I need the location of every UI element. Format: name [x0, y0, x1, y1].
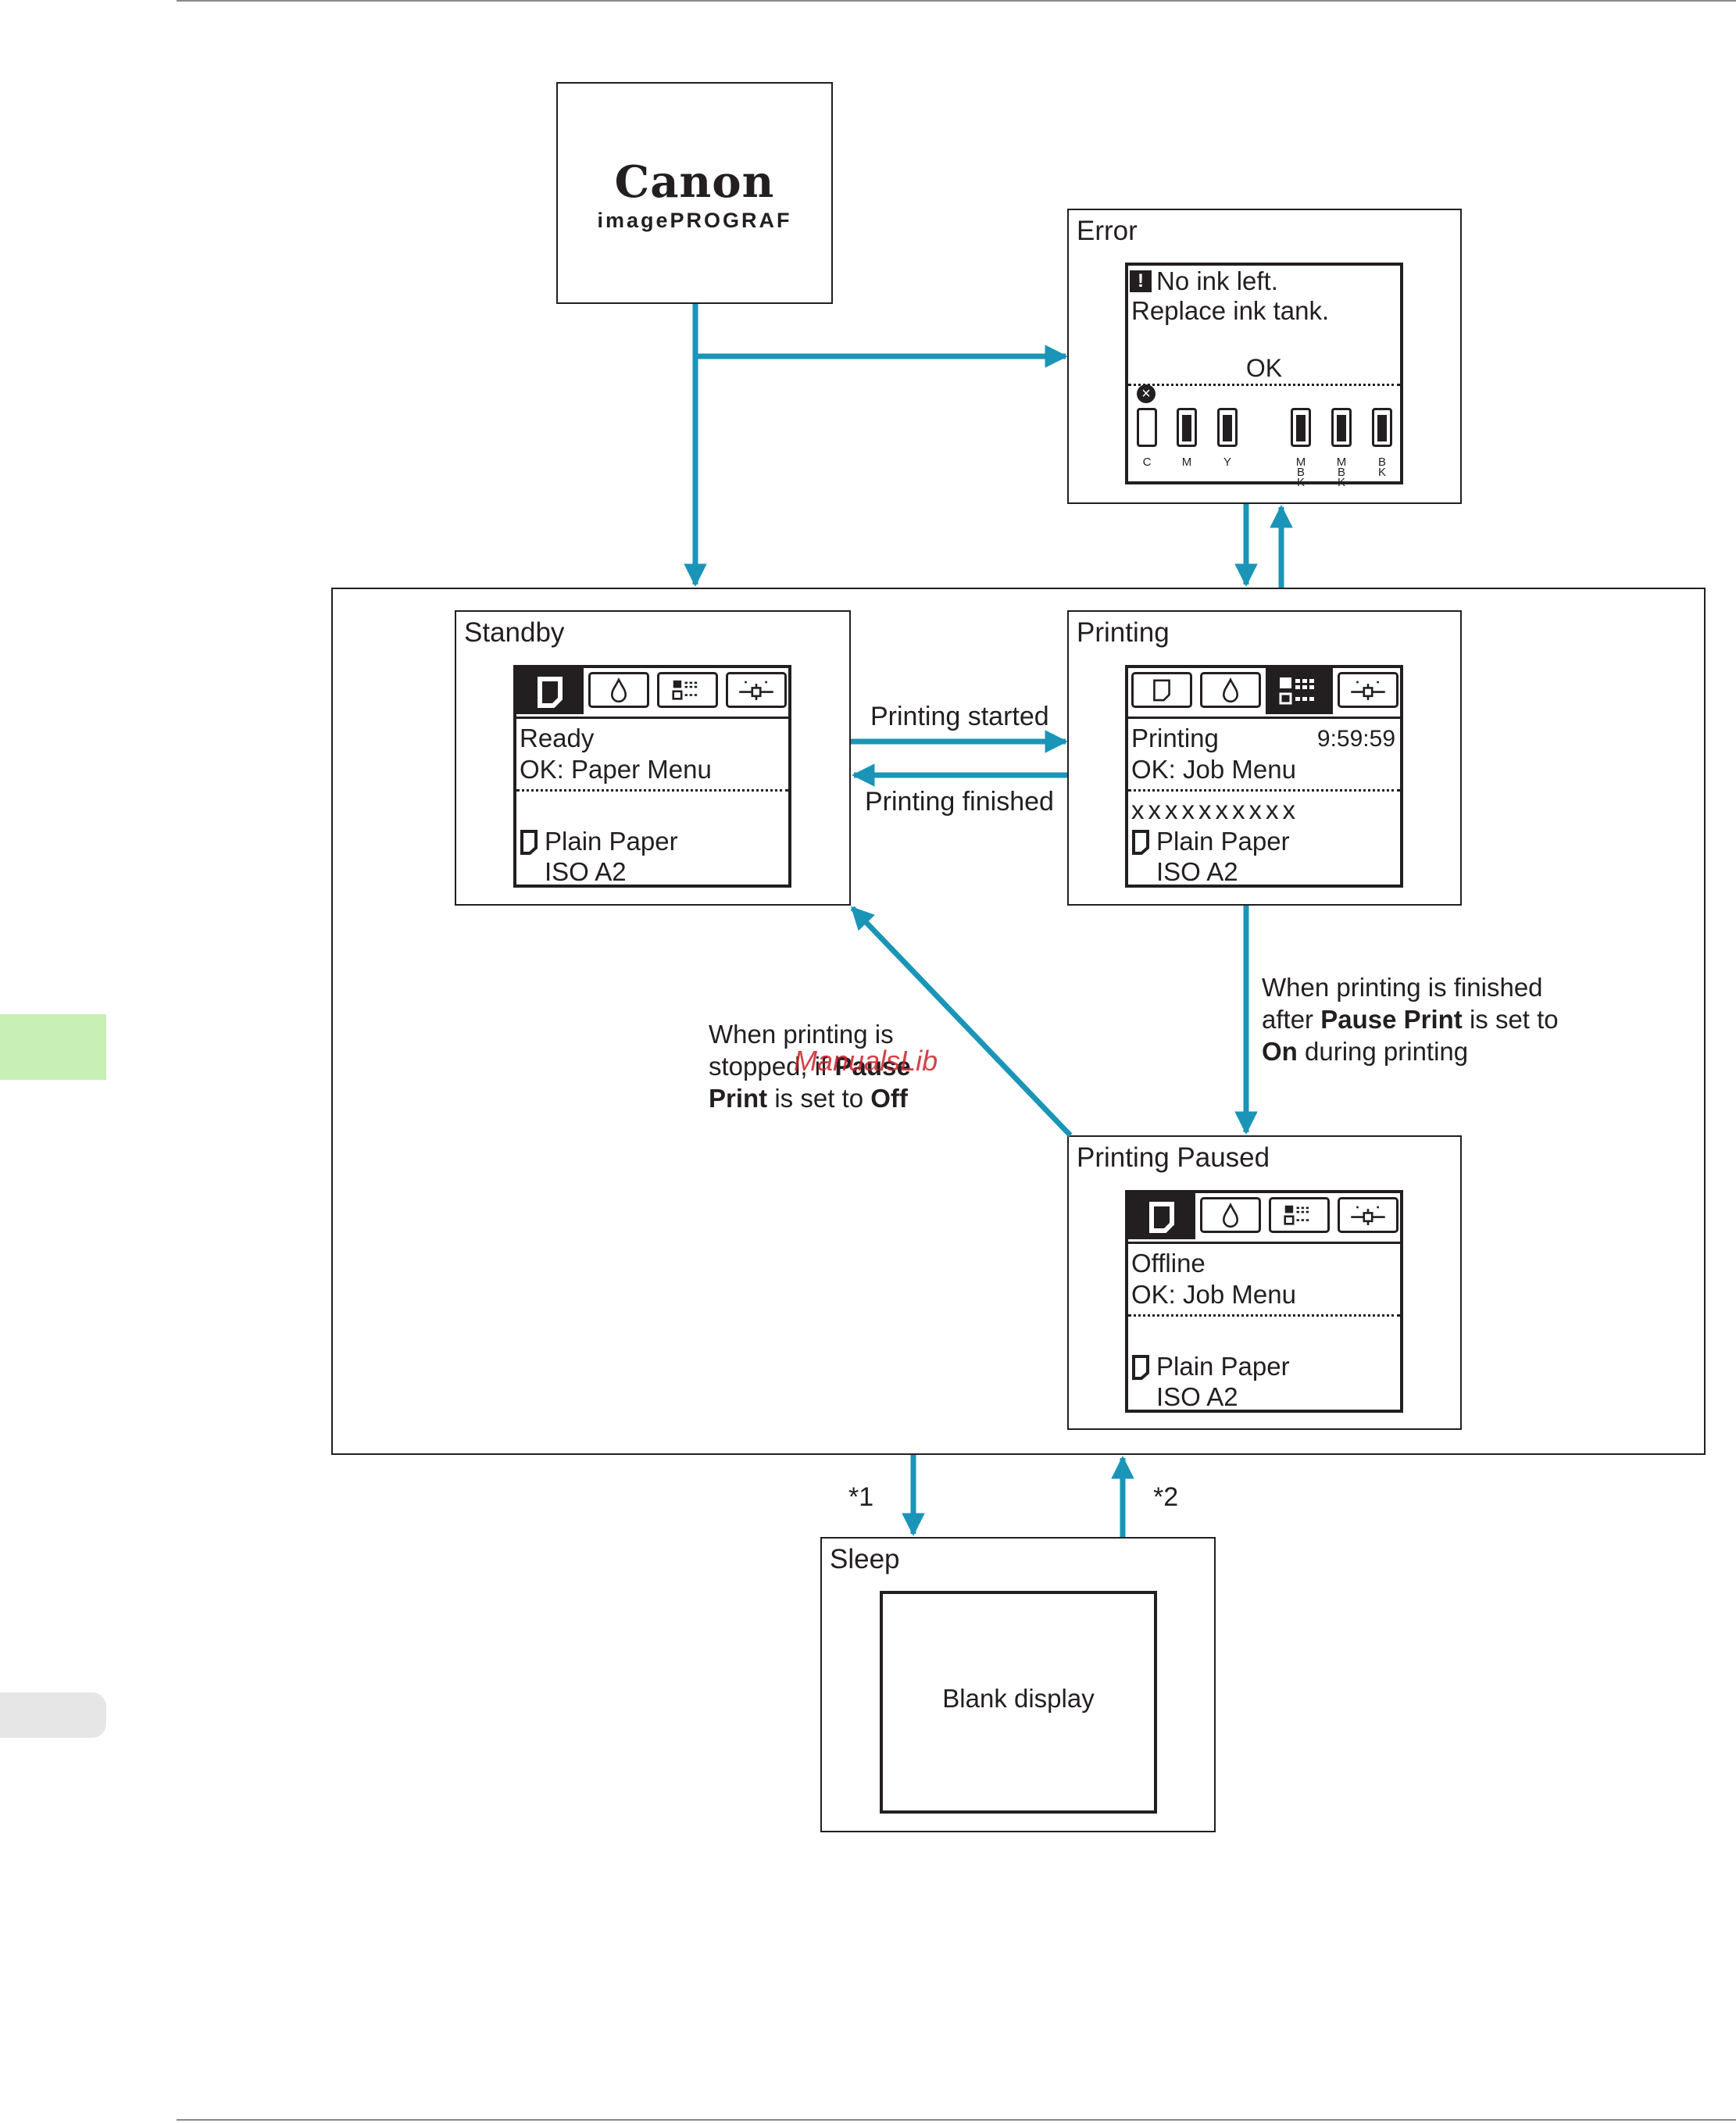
tab-job[interactable] — [1269, 1197, 1330, 1233]
ink-label: BK — [1377, 456, 1386, 479]
paper-icon — [1132, 1355, 1149, 1380]
standby-divider — [516, 789, 788, 792]
tab-ink[interactable] — [1200, 1197, 1261, 1233]
stopped-annotation: When printing is stopped, if Pause Print… — [709, 1018, 943, 1114]
finished-line3: On during printing — [1262, 1037, 1469, 1066]
bottom-rule — [177, 2119, 1736, 2121]
online-states-container — [331, 588, 1706, 1455]
ink-tank-bk — [1372, 408, 1392, 447]
stopped-line2: stopped, if Pause — [709, 1052, 911, 1081]
printing-lcd: Printing 9:59:59 OK: Job Menu xxxxxxxxxx… — [1125, 665, 1403, 888]
tab-ink[interactable] — [1200, 672, 1261, 708]
canon-logo-box: Canon imagePROGRAF — [556, 82, 833, 304]
printing-divider — [1128, 789, 1400, 792]
printing-finished-label: Printing finished — [865, 787, 1054, 817]
paused-tab-bar — [1128, 1193, 1400, 1244]
tab-settings[interactable] — [1338, 672, 1398, 708]
error-title: Error — [1077, 216, 1138, 246]
tab-settings[interactable] — [1338, 1197, 1398, 1233]
printing-started-label: Printing started — [870, 702, 1049, 731]
blank-display-label: Blank display — [942, 1684, 1095, 1713]
printing-time: 9:59:59 — [1316, 726, 1395, 752]
tab-job[interactable] — [657, 672, 718, 708]
finished-line2: after Pause Print is set to — [1262, 1005, 1559, 1034]
ink-label: MBK — [1336, 456, 1347, 489]
error-ok: OK — [1245, 354, 1283, 382]
ink-label: Y — [1223, 456, 1231, 469]
standby-title: Standby — [464, 617, 565, 648]
printing-ok-hint: OK: Job Menu — [1131, 755, 1296, 784]
paused-paper-type: Plain Paper — [1156, 1352, 1290, 1381]
tab-settings[interactable] — [726, 672, 787, 708]
note-1-label: *1 — [848, 1482, 874, 1512]
paused-paper-size: ISO A2 — [1156, 1382, 1238, 1411]
ink-tank-y — [1217, 408, 1238, 447]
warning-icon: ! — [1130, 270, 1152, 292]
standby-status: Ready — [520, 724, 595, 752]
error-line1: No ink left. — [1156, 266, 1278, 295]
tab-paper[interactable] — [1128, 1193, 1195, 1239]
paused-ok-hint: OK: Job Menu — [1131, 1280, 1296, 1309]
standby-ok-hint: OK: Paper Menu — [520, 755, 712, 784]
tab-job[interactable] — [1266, 668, 1333, 714]
finished-annotation: When printing is finished after Pause Pr… — [1262, 971, 1590, 1067]
printing-title: Printing — [1077, 617, 1170, 648]
standby-tab-bar — [516, 668, 788, 719]
ink-label: MBK — [1295, 456, 1306, 489]
ink-tank-m — [1177, 408, 1197, 447]
top-rule — [177, 0, 1736, 2]
sleep-lcd: Blank display — [880, 1591, 1157, 1814]
paper-icon — [1132, 830, 1149, 855]
standby-lcd: Ready OK: Paper Menu Plain Paper ISO A2 — [513, 665, 791, 888]
paper-icon — [520, 830, 538, 855]
side-tab-active — [0, 1014, 106, 1080]
ink-label: M — [1181, 456, 1192, 469]
standby-paper-size: ISO A2 — [545, 857, 627, 886]
stopped-line1: When printing is — [709, 1020, 894, 1049]
printing-tab-bar — [1128, 668, 1400, 719]
error-line2: Replace ink tank. — [1131, 296, 1330, 325]
empty-ink-icon: × — [1137, 384, 1156, 403]
paused-status: Offline — [1131, 1249, 1206, 1278]
ink-tank-mbk1 — [1291, 408, 1311, 447]
paused-title: Printing Paused — [1077, 1142, 1270, 1173]
paused-divider — [1128, 1314, 1400, 1317]
error-lcd: ! No ink left. Replace ink tank. OK — [1125, 263, 1403, 484]
ink-tank-mbk2 — [1331, 408, 1352, 447]
printing-job-name: xxxxxxxxxx — [1131, 795, 1299, 824]
arrow-paused-to-standby — [850, 906, 1073, 1138]
printing-status: Printing — [1131, 724, 1219, 752]
tab-paper[interactable] — [516, 668, 584, 714]
tab-ink[interactable] — [588, 672, 649, 708]
note-2-label: *2 — [1153, 1482, 1179, 1512]
product-name: imagePROGRAF — [597, 209, 792, 232]
ink-label: C — [1142, 456, 1152, 469]
error-divider — [1128, 384, 1400, 386]
printing-paper-type: Plain Paper — [1156, 827, 1290, 856]
canon-brand: Canon — [614, 156, 775, 208]
paused-lcd: Offline OK: Job Menu Plain Paper ISO A2 — [1125, 1190, 1403, 1413]
ink-tank-c — [1137, 408, 1157, 447]
sleep-title: Sleep — [830, 1544, 900, 1574]
watermark: ManualsLib — [794, 1045, 938, 1077]
side-tab-index — [0, 1692, 106, 1738]
standby-paper-type: Plain Paper — [545, 827, 678, 856]
tab-paper[interactable] — [1131, 672, 1192, 708]
printing-paper-size: ISO A2 — [1156, 857, 1238, 886]
stopped-line3: Print is set to Off — [709, 1084, 908, 1113]
finished-line1: When printing is finished — [1262, 973, 1543, 1002]
